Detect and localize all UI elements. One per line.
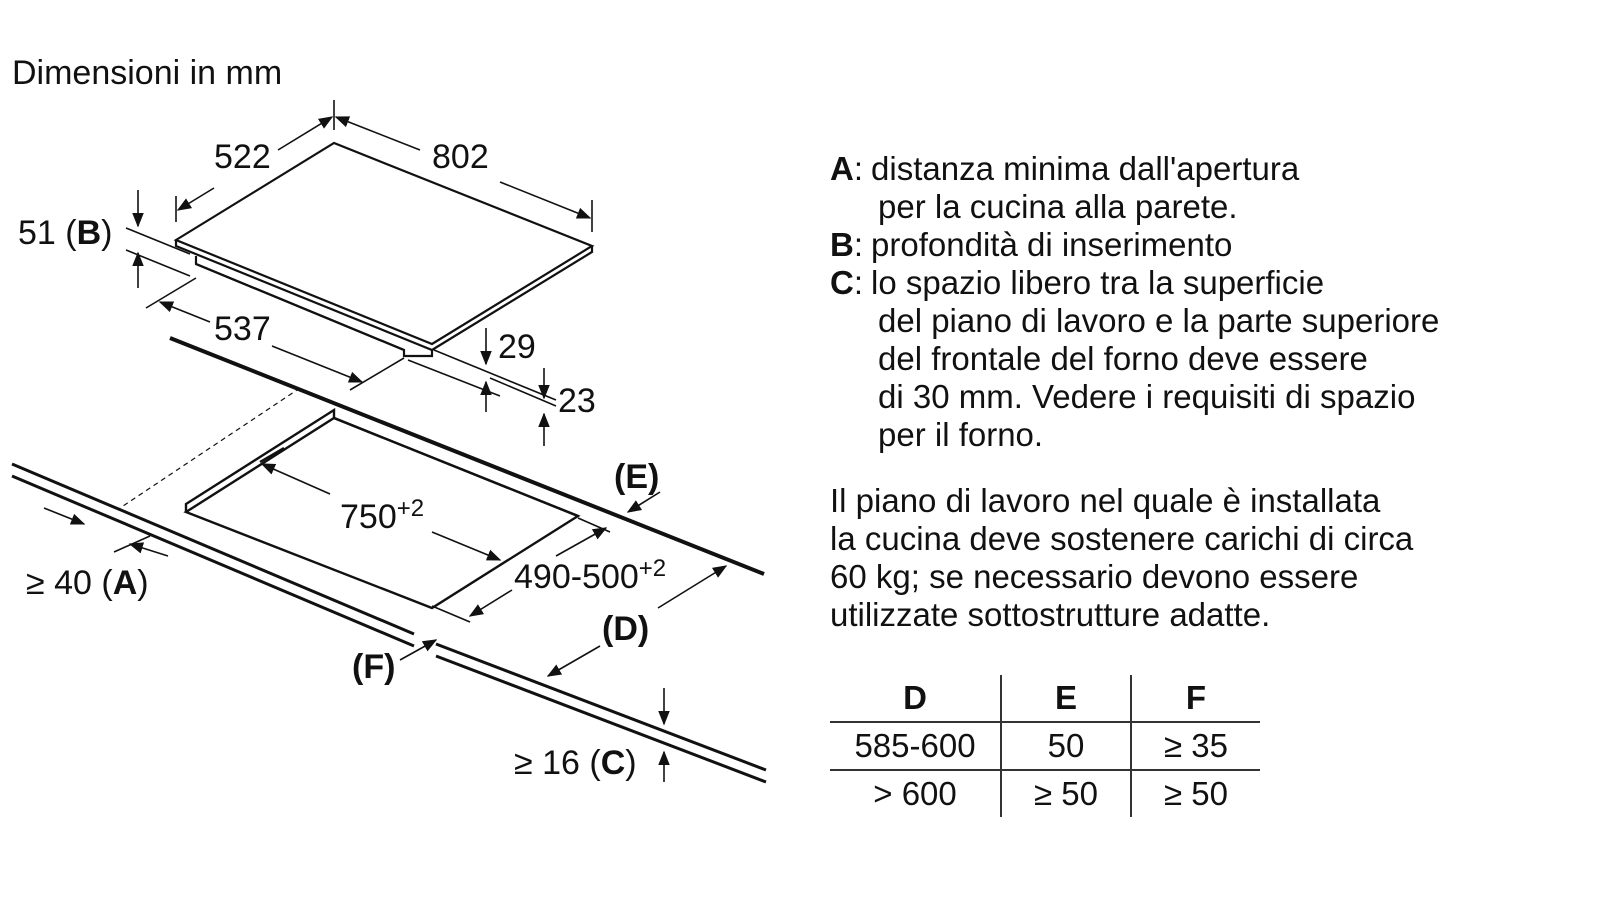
dim-51-b — [125, 190, 191, 288]
label-a: ≥ 40 (A) — [26, 564, 149, 602]
dim-802-label: 802 — [432, 138, 489, 176]
legend-text: per il forno. — [878, 416, 1044, 453]
cutout-outline — [183, 407, 581, 610]
label-c: ≥ 16 (C) — [514, 744, 637, 782]
legend-text: di 30 mm. Vedere i requisiti di spazio — [878, 378, 1416, 415]
legend-text: del piano di lavoro e la parte superiore — [878, 302, 1440, 339]
dim-490-500 — [431, 517, 611, 623]
legend-key: C — [830, 264, 854, 301]
table-header-cell: D — [830, 675, 1002, 722]
dim-750-label: 750+2 — [340, 495, 424, 536]
table-cell: ≥ 50 — [1001, 769, 1132, 817]
dim-750 — [260, 463, 502, 561]
table-cell: ≥ 35 — [1131, 721, 1260, 770]
legend-text: per la cucina alla parete. — [878, 188, 1238, 225]
dim-802 — [334, 116, 593, 232]
legend-item-c: C:lo spazio libero tra la superficie del… — [830, 264, 1440, 453]
installation-diagram: 522 802 51 (B) 537 29 23 — [11, 100, 767, 784]
dim-23-label: 23 — [558, 382, 596, 420]
dim-29 — [407, 328, 501, 412]
note-line: la cucina deve sostenere carichi di circ… — [830, 520, 1414, 557]
table-header-cell: F — [1185, 679, 1207, 716]
label-e: (E) — [614, 458, 659, 496]
table-cell: > 600 — [830, 769, 1002, 817]
dim-29-label: 29 — [498, 328, 536, 366]
note-line: 60 kg; se necessario devono essere — [830, 558, 1359, 595]
dim-a — [43, 507, 169, 557]
spec-table: D E F 585-600 50 ≥ 35 > 600 ≥ 50 ≥ 50 — [830, 675, 1260, 817]
countertop — [11, 336, 767, 784]
table-row: > 600 ≥ 50 ≥ 50 — [830, 769, 1260, 817]
label-d: (D) — [602, 610, 649, 648]
dim-e — [626, 491, 661, 513]
legend-text: del frontale del forno deve essere — [878, 340, 1368, 377]
dim-23 — [433, 349, 557, 446]
table-header-cell: E — [1001, 675, 1132, 722]
legend-text: profondità di inserimento — [871, 226, 1233, 263]
table-cell: 50 — [1001, 721, 1132, 770]
note-line: utilizzate sottostrutture adatte. — [830, 596, 1271, 633]
legend-text: distanza minima dall'apertura — [871, 150, 1300, 187]
table-header: D E F — [830, 675, 1260, 722]
table-row: 585-600 50 ≥ 35 — [830, 721, 1260, 770]
dim-51-b-label: 51 (B) — [18, 214, 112, 252]
dim-490-500-label: 490-500+2 — [514, 555, 666, 596]
hob-outline — [173, 141, 595, 358]
dim-d — [546, 565, 728, 677]
page-title: Dimensioni in mm — [12, 54, 283, 92]
dim-522-label: 522 — [214, 138, 271, 176]
load-note: Il piano di lavoro nel quale è installat… — [830, 482, 1550, 634]
label-f: (F) — [352, 648, 395, 686]
legend-item-a: A:distanza minima dall'apertura per la c… — [830, 150, 1439, 226]
dim-537 — [145, 277, 405, 391]
legend-text: lo spazio libero tra la superficie — [871, 264, 1325, 301]
dim-f — [399, 639, 438, 661]
note-line: Il piano di lavoro nel quale è installat… — [830, 482, 1381, 519]
legend-key: A — [830, 150, 854, 187]
dim-522 — [175, 100, 335, 222]
legend-key: B — [830, 226, 854, 263]
legend: A:distanza minima dall'apertura per la c… — [830, 150, 1439, 454]
legend-item-b: B:profondità di inserimento — [830, 226, 1233, 263]
table-cell: ≥ 50 — [1131, 769, 1260, 817]
table-cell: 585-600 — [830, 721, 1002, 770]
dim-537-label: 537 — [214, 310, 271, 348]
